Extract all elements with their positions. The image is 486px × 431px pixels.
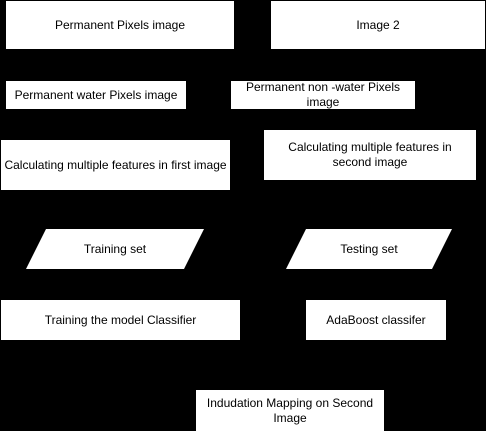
inundation-mapping-label: Indudation Mapping on Second Image [206,395,374,425]
testing-set-parallelogram: Testing set [286,229,452,269]
testing-set-shape [286,229,452,269]
permanent-nonwater-pixels-box: Permanent non -water Pixels image [231,80,415,109]
adaboost-classifier-box: AdaBoost classifer [306,300,446,340]
adaboost-classifier-label: AdaBoost classifer [326,312,426,327]
permanent-water-pixels-label: Permanent water Pixels image [14,87,178,102]
permanent-water-pixels-box: Permanent water Pixels image [6,81,186,109]
training-set-parallelogram: Training set [26,229,204,269]
training-set-shape [26,229,204,269]
permanent-pixels-image-label: Permanent Pixels image [54,17,186,32]
features-first-image-box: Calculating multiple features in first i… [1,140,230,190]
testing-set-label: Testing set [340,241,398,256]
image-2-label: Image 2 [356,17,400,32]
features-second-image-label: Calculating multiple features in second … [288,140,452,169]
permanent-nonwater-pixels-label: Permanent non -water Pixels image [245,80,401,109]
training-classifier-label: Training the model Classifier [44,312,197,327]
image-2-box: Image 2 [271,1,485,49]
permanent-pixels-image-box: Permanent Pixels image [6,1,234,49]
training-classifier-box: Training the model Classifier [1,300,240,340]
inundation-mapping-box: Indudation Mapping on Second Image [196,390,384,431]
training-set-label: Training set [83,241,147,256]
features-first-image-label: Calculating multiple features in first i… [4,157,227,172]
features-second-image-box: Calculating multiple features in second … [264,130,476,180]
